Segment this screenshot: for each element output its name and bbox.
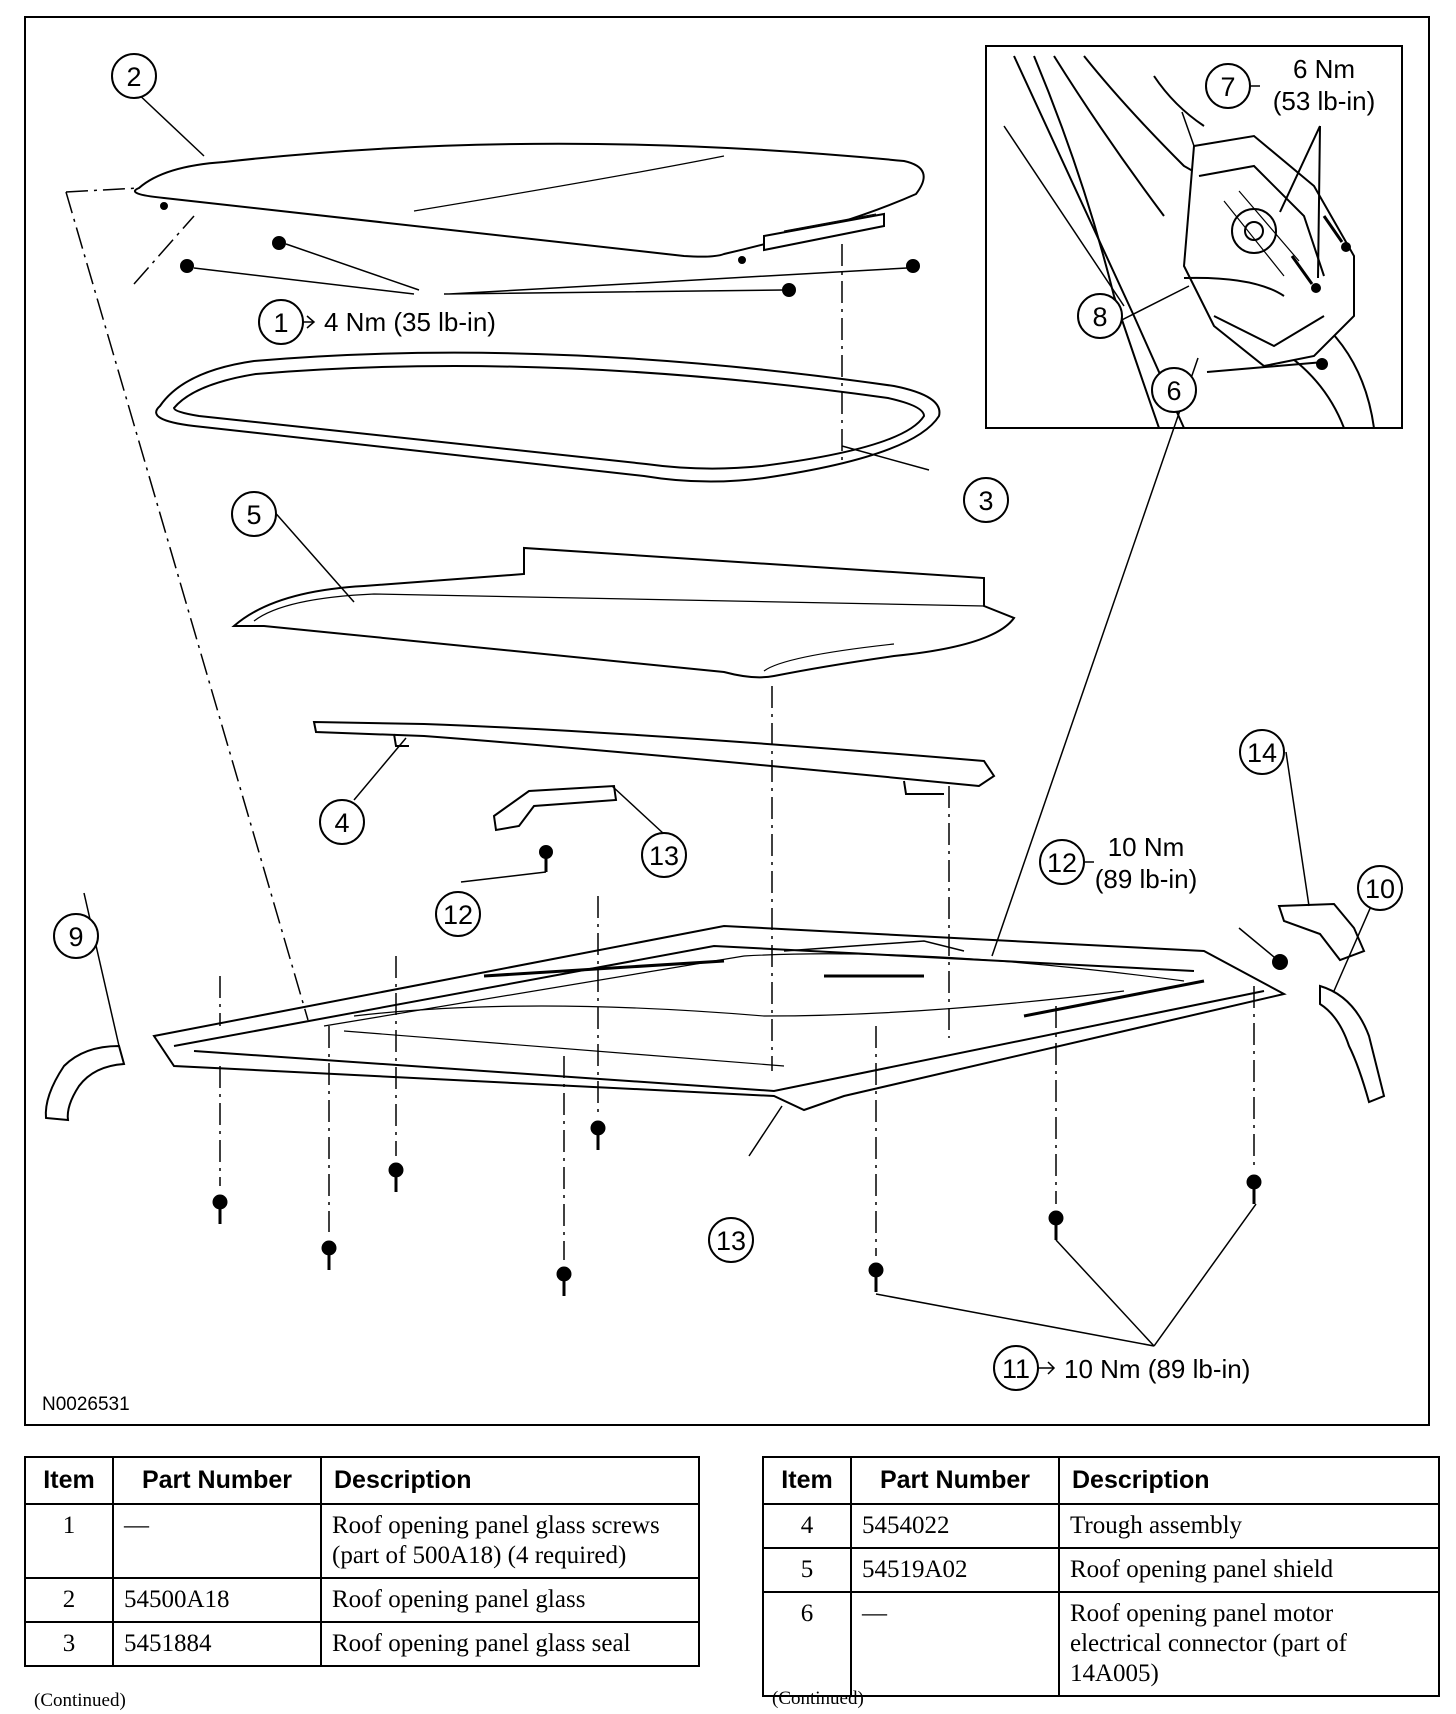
cell-description: Roof opening panel motor electrical conn… xyxy=(1058,1591,1440,1697)
sunroof-motor xyxy=(1182,134,1355,368)
cell-item: 3 xyxy=(24,1621,114,1667)
drain-tube-right xyxy=(1319,984,1386,1104)
cell-item: 1 xyxy=(24,1503,114,1579)
cell-description: Roof opening panel glass screws (part of… xyxy=(320,1503,700,1579)
bracket-left xyxy=(492,784,618,832)
callout-14-number: 13 xyxy=(716,1226,746,1256)
torque-label-7-line2: (53 lb-in) xyxy=(1273,86,1376,116)
table-row: 2 54500A18 Roof opening panel glass xyxy=(24,1577,700,1623)
motor-bolts xyxy=(1290,215,1351,293)
exploded-view-diagram: 2 1 3 5 4 13 12 12 14 10 9 13 11 7 8 6 4… xyxy=(42,45,1403,1415)
cell-item: 2 xyxy=(24,1577,114,1623)
cell-description: Roof opening panel glass seal xyxy=(320,1621,700,1667)
glass-seal xyxy=(155,351,941,483)
table-row: 1 — Roof opening panel glass screws (par… xyxy=(24,1503,700,1579)
callout-7-number: 7 xyxy=(1220,72,1235,102)
parts-table-1: Item Part Number Description 1 — Roof op… xyxy=(24,1456,700,1667)
header-item: Item xyxy=(24,1456,114,1505)
callout-1-number: 1 xyxy=(273,308,288,338)
header-part-number: Part Number xyxy=(850,1456,1060,1505)
cell-item: 5 xyxy=(762,1547,852,1593)
callout-11-number: 11 xyxy=(1002,1354,1030,1384)
callout-13b-number: 14 xyxy=(1247,738,1277,768)
torque-label-1: 4 Nm (35 lb-in) xyxy=(324,307,496,337)
header-description: Description xyxy=(1058,1456,1440,1505)
callout-12a-number: 12 xyxy=(443,900,473,930)
table-header-row: Item Part Number Description xyxy=(24,1456,700,1505)
torque-label-11: 10 Nm (89 lb-in) xyxy=(1064,1354,1250,1384)
panel-shield xyxy=(231,546,1016,679)
bracket-right xyxy=(1277,902,1366,962)
callout-12b-number: 12 xyxy=(1047,848,1077,878)
cell-item: 6 xyxy=(762,1591,852,1697)
roof-panel-glass xyxy=(133,142,925,264)
table-1-continued-note: (Continued) xyxy=(34,1690,126,1711)
table-row: 4 5454022 Trough assembly xyxy=(762,1503,1440,1549)
callout-4-number: 4 xyxy=(334,808,349,838)
cell-part-number: 5451884 xyxy=(112,1621,322,1667)
cell-part-number: 54519A02 xyxy=(850,1547,1060,1593)
torque-label-12-line1: 10 Nm xyxy=(1108,832,1185,862)
callout-6-number: 6 xyxy=(1166,376,1181,406)
sunroof-frame xyxy=(152,924,1287,1112)
callout-13a-number: 13 xyxy=(649,841,679,871)
callout-numbers: 2 1 3 5 4 13 12 12 14 10 9 13 11 7 8 6 xyxy=(68,62,1395,1384)
callout-10-number: 10 xyxy=(1365,874,1395,904)
frame-bolts xyxy=(212,1120,1262,1296)
torque-labels: 4 Nm (35 lb-in) 10 Nm (89 lb-in) 10 Nm (… xyxy=(42,54,1375,1415)
figure-reference-code: N0026531 xyxy=(42,1394,130,1415)
table-row: 5 54519A02 Roof opening panel shield xyxy=(762,1547,1440,1593)
parts-table-2: Item Part Number Description 4 5454022 T… xyxy=(762,1456,1440,1697)
cell-part-number: — xyxy=(112,1503,322,1579)
callout-8-number: 8 xyxy=(1092,302,1107,332)
callout-3-number: 3 xyxy=(978,486,993,516)
cell-part-number: 5454022 xyxy=(850,1503,1060,1549)
header-part-number: Part Number xyxy=(112,1456,322,1505)
cell-part-number: 54500A18 xyxy=(112,1577,322,1623)
header-item: Item xyxy=(762,1456,852,1505)
cell-part-number: — xyxy=(850,1591,1060,1697)
table-row: 3 5451884 Roof opening panel glass seal xyxy=(24,1621,700,1667)
table-row: 6 — Roof opening panel motor electrical … xyxy=(762,1591,1440,1697)
callout-circles xyxy=(53,53,1403,1391)
cell-description: Roof opening panel shield xyxy=(1058,1547,1440,1593)
table-2-continued-note: (Continued) xyxy=(772,1688,864,1709)
drain-tube-left xyxy=(44,1044,126,1122)
torque-label-12-line2: (89 lb-in) xyxy=(1095,864,1198,894)
leader-lines xyxy=(83,89,1380,1347)
callout-5-number: 5 xyxy=(246,500,261,530)
alignment-lines xyxy=(65,187,1255,1260)
screw-12a xyxy=(539,845,553,872)
torque-label-7-line1: 6 Nm xyxy=(1293,54,1355,84)
cell-description: Trough assembly xyxy=(1058,1503,1440,1549)
trough-assembly xyxy=(312,720,996,795)
cell-item: 4 xyxy=(762,1503,852,1549)
diagram-frame xyxy=(24,16,1430,1426)
motor-detail-inset xyxy=(985,45,1403,429)
glass-screws xyxy=(180,236,920,297)
callout-2-number: 2 xyxy=(126,62,141,92)
header-description: Description xyxy=(320,1456,700,1505)
cell-description: Roof opening panel glass xyxy=(320,1577,700,1623)
callout-9-number: 9 xyxy=(68,922,83,952)
table-header-row: Item Part Number Description xyxy=(762,1456,1440,1505)
